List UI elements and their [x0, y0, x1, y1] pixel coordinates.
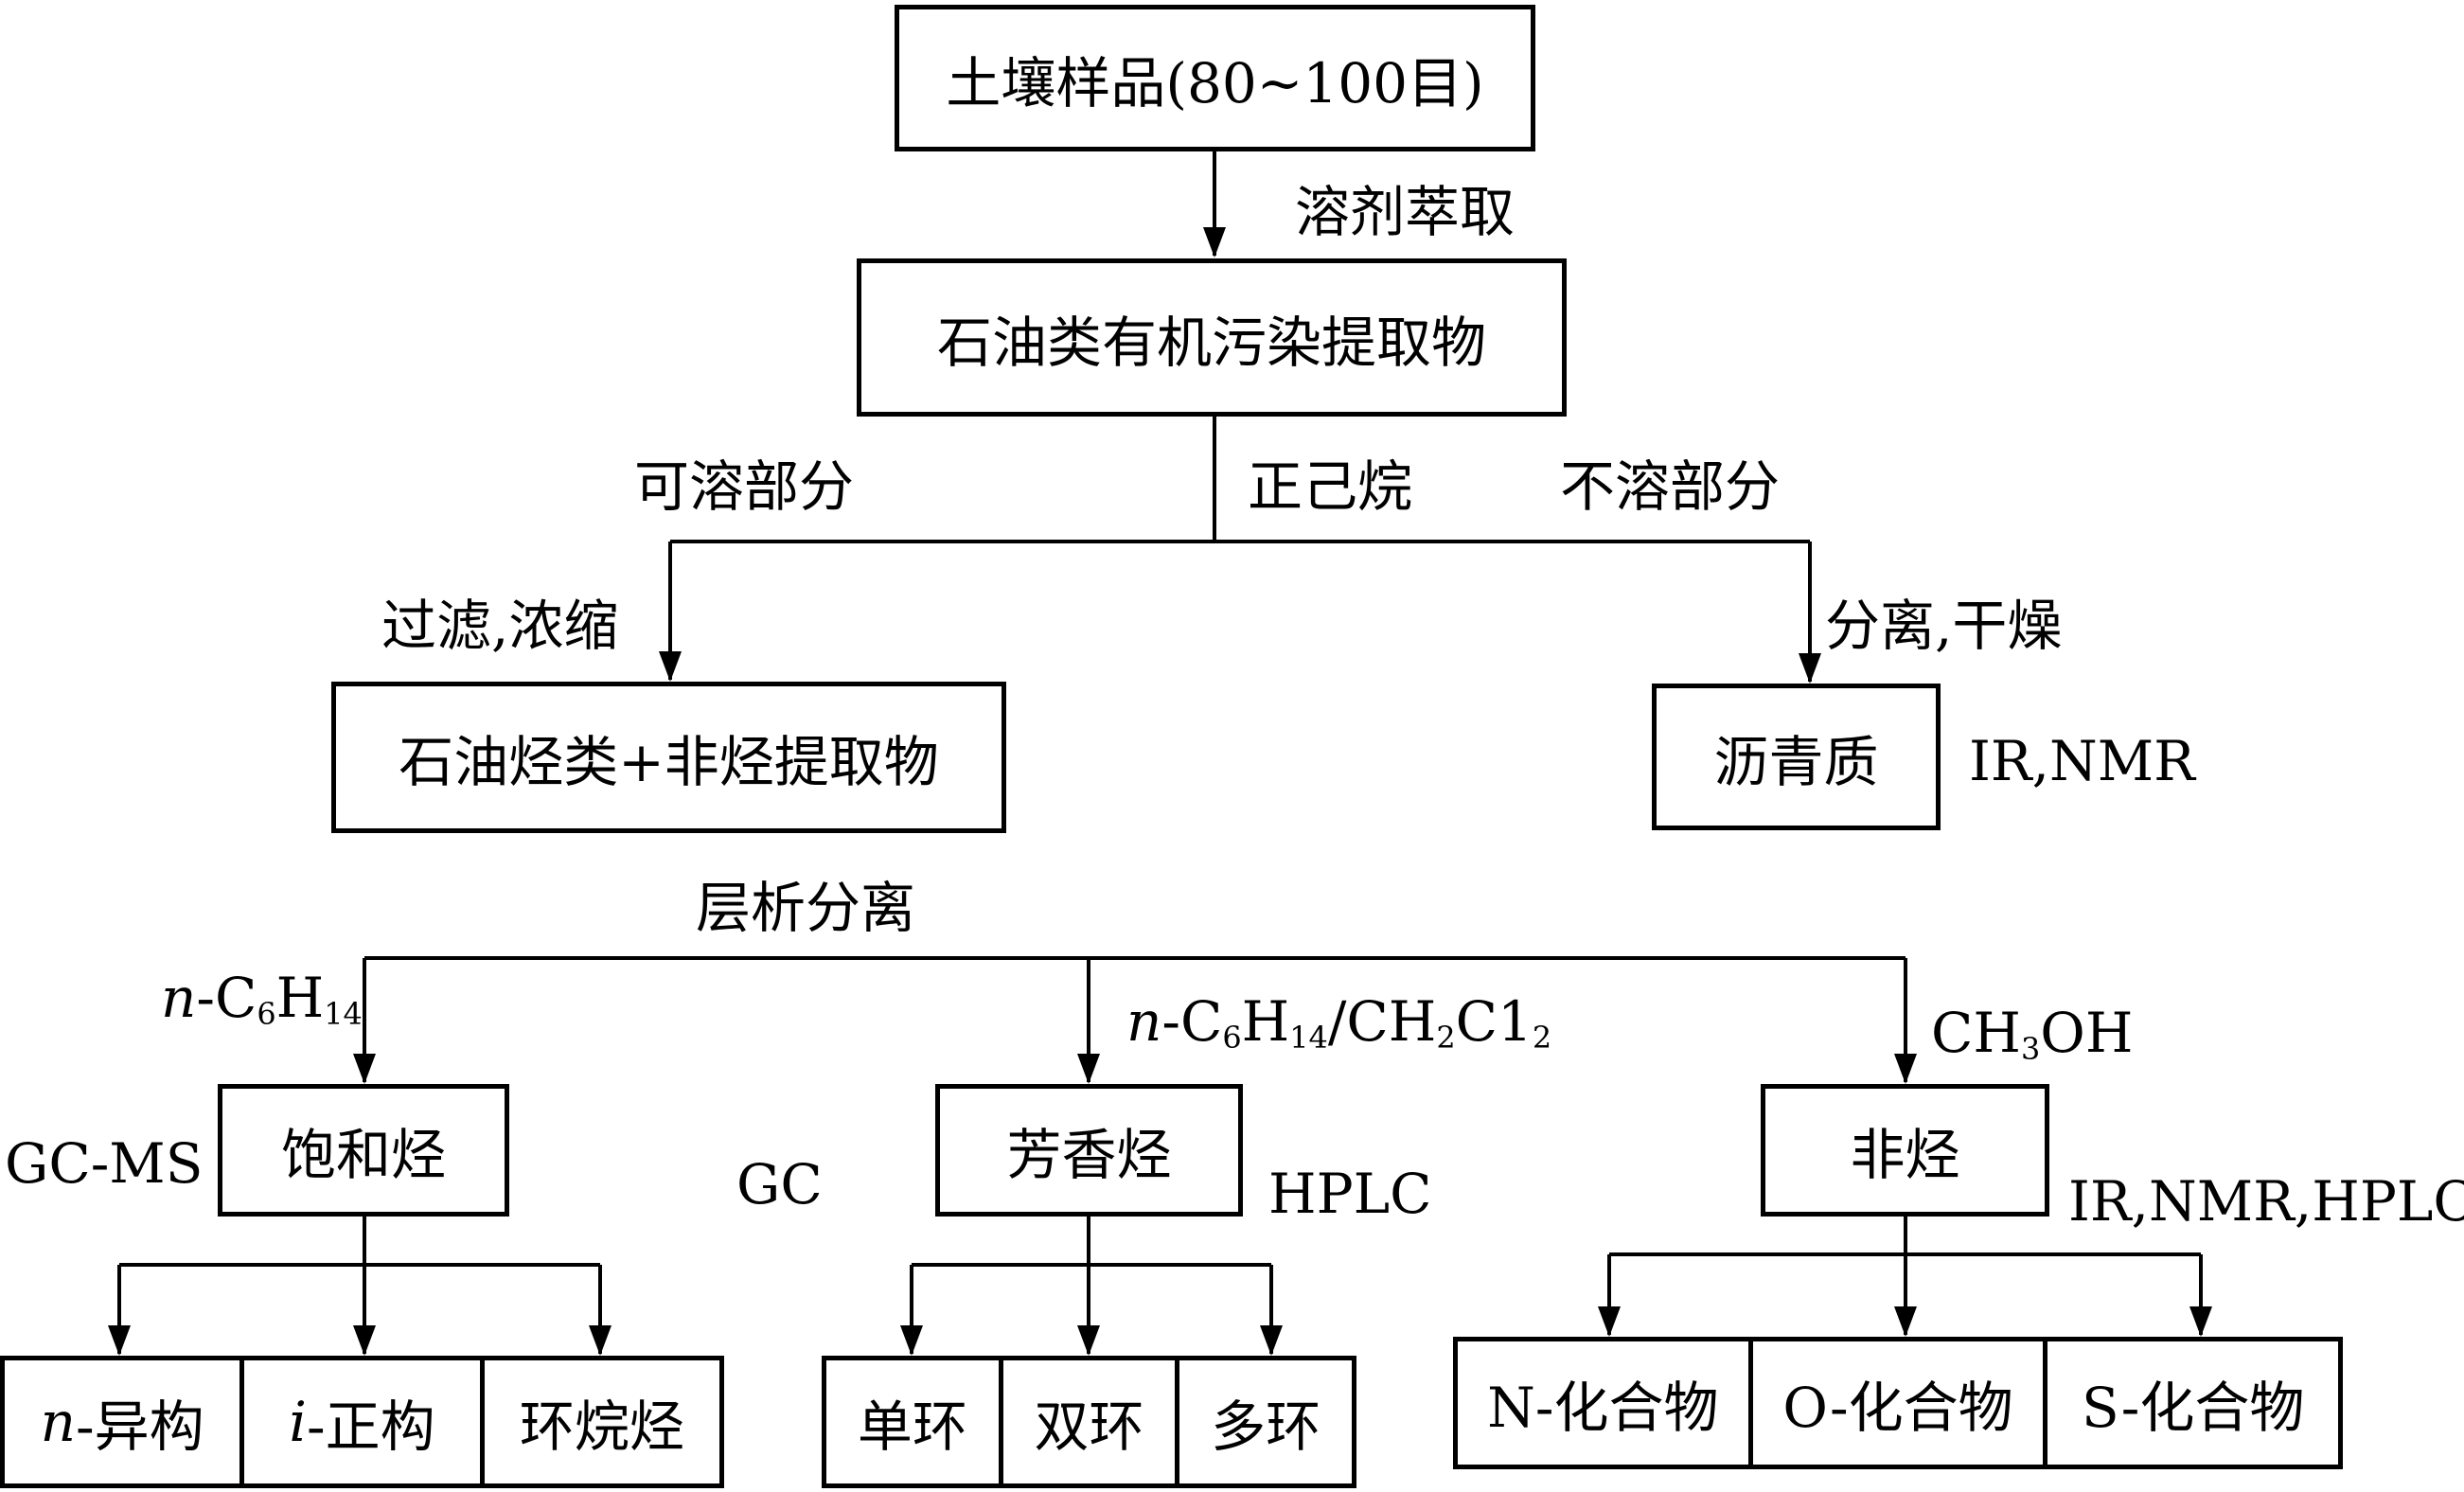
aromatic-child-text: 多环 [1211, 1394, 1321, 1459]
edge-label-eluent-hexane-dcm: n-C6H14/CH2C12 [1126, 994, 1551, 1054]
node-soil-sample: 土壤样品(80~100目) [895, 5, 1535, 151]
eluent-subscript: 14 [1289, 1019, 1328, 1056]
nonhc-child-text: N-化合物 [1487, 1376, 1719, 1440]
eluent-subscript: 14 [324, 995, 363, 1032]
nonhc-child-text: O-化合物 [1782, 1376, 2013, 1440]
saturated-child-cycloalkane: 环烷烃 [479, 1360, 719, 1483]
eluent-part: /CH [1327, 989, 1437, 1054]
aromatic-child-text: 双环 [1034, 1394, 1144, 1459]
eluent-part: H [1241, 989, 1290, 1054]
node-extract-label: 石油类有机污染提取物 [936, 310, 1486, 375]
edge-label-soluble: 可溶部分 [634, 454, 855, 519]
saturated-child-prefix: n [40, 1390, 77, 1454]
node-asphaltene-label: 沥青质 [1713, 729, 1879, 794]
method-label-asphaltene: IR,NMR [1969, 729, 2195, 793]
edge-label-hexane: 正己烷 [1248, 454, 1413, 519]
eluent-part: C1 [1455, 989, 1533, 1054]
aromatic-child-monocyclic: 单环 [826, 1360, 999, 1483]
nonhc-child-text: S-化合物 [2081, 1376, 2305, 1440]
nonhc-children-row: N-化合物 O-化合物 S-化合物 [1453, 1337, 2343, 1469]
node-hydrocarbon-extract-label: 石油烃类+非烃提取物 [399, 730, 939, 794]
node-non-hydrocarbon-label: 非烃 [1850, 1123, 1960, 1187]
nonhc-child-s-compound: S-化合物 [2043, 1341, 2338, 1465]
node-asphaltene: 沥青质 [1652, 684, 1941, 830]
edge-label-filter-concentrate: 过滤,浓缩 [381, 594, 619, 658]
eluent-part: -C [1161, 989, 1223, 1054]
node-saturated: 饱和烃 [218, 1084, 509, 1217]
node-aromatic: 芳香烃 [935, 1084, 1243, 1217]
eluent-prefix: n [1126, 989, 1162, 1054]
aromatic-child-bicyclic: 双环 [998, 1360, 1176, 1483]
eluent-subscript: 2 [1436, 1019, 1456, 1056]
saturated-children-row: n-异构 i-正构 环烷烃 [0, 1356, 724, 1488]
node-extract: 石油类有机污染提取物 [857, 258, 1567, 417]
edge-label-solvent-extraction: 溶剂萃取 [1295, 180, 1516, 244]
aromatic-children-row: 单环 双环 多环 [822, 1356, 1356, 1488]
nonhc-child-o-compound: O-化合物 [1747, 1341, 2044, 1465]
eluent-subscript: 6 [257, 995, 276, 1032]
nonhc-child-n-compound: N-化合物 [1458, 1341, 1748, 1465]
saturated-child-prefix: i [289, 1390, 307, 1454]
node-soil-sample-label: 土壤样品(80~100目) [946, 50, 1484, 115]
eluent-part: CH [1931, 1001, 2021, 1065]
method-label-gc: GC [736, 1152, 823, 1217]
node-aromatic-label: 芳香烃 [1006, 1123, 1172, 1187]
eluent-part: -C [196, 966, 257, 1030]
eluent-prefix: n [161, 966, 197, 1030]
node-non-hydrocarbon: 非烃 [1761, 1084, 2049, 1217]
saturated-child-text: -异构 [76, 1394, 204, 1459]
eluent-subscript: 2 [1532, 1019, 1552, 1056]
eluent-subscript: 6 [1222, 1019, 1242, 1056]
edge-label-eluent-hexane: n-C6H14 [161, 970, 363, 1030]
method-label-saturated: GC-MS [5, 1131, 204, 1196]
edge-label-insoluble: 不溶部分 [1560, 454, 1781, 519]
eluent-part: H [275, 966, 325, 1030]
method-label-aromatic: HPLC [1268, 1162, 1432, 1226]
eluent-subscript: 3 [2020, 1030, 2041, 1067]
aromatic-child-text: 单环 [857, 1394, 967, 1459]
edge-label-eluent-methanol: CH3OH [1931, 1005, 2133, 1065]
edge-label-separate-dry: 分离,干燥 [1825, 594, 2063, 658]
node-saturated-label: 饱和烃 [280, 1123, 446, 1187]
saturated-child-text: -正构 [306, 1394, 435, 1459]
node-hydrocarbon-extract: 石油烃类+非烃提取物 [331, 682, 1006, 833]
method-label-non-hydrocarbon: IR,NMR,HPLC [2068, 1169, 2464, 1234]
saturated-child-i-normal: i-正构 [239, 1360, 479, 1483]
edge-label-chromatography: 层析分离 [696, 876, 916, 940]
saturated-child-text: 环烷烃 [519, 1394, 684, 1459]
saturated-child-n-isomer: n-异构 [5, 1360, 239, 1483]
aromatic-child-polycyclic: 多环 [1175, 1360, 1352, 1483]
eluent-part: OH [2040, 1001, 2134, 1065]
